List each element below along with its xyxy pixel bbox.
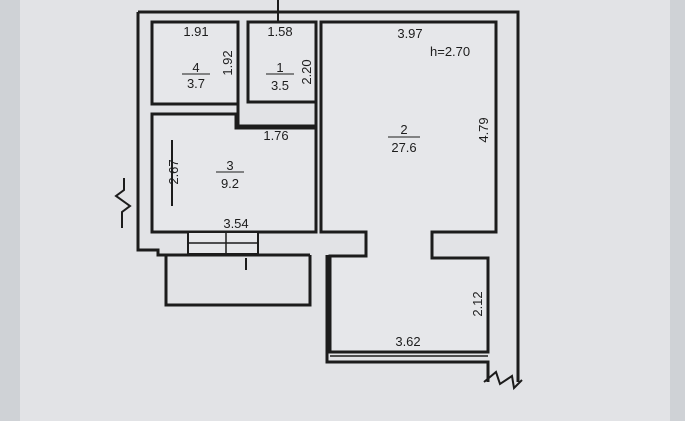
- room-1-height: 2.20: [299, 59, 314, 84]
- room-1-area: 3.5: [271, 78, 289, 93]
- room-4-width: 1.91: [183, 24, 208, 39]
- break-marks: [114, 178, 523, 391]
- room-2-number: 2: [400, 122, 407, 137]
- room-2-height: 4.79: [476, 117, 491, 142]
- room-2-lower-height: 2.12: [470, 291, 485, 316]
- room-3-bottom-width: 3.54: [223, 216, 248, 231]
- room-1-lower-wall: [236, 102, 318, 128]
- outer-wall-top-right: [138, 10, 520, 382]
- ceiling-height: h=2.70: [430, 44, 470, 59]
- room-1-bottom-width: 1.76: [263, 128, 288, 143]
- room-2-area: 27.6: [391, 140, 416, 155]
- bottom-break-mark: [483, 370, 523, 391]
- room-3-number: 3: [226, 158, 233, 173]
- balcony-outline: [164, 255, 312, 307]
- room-1-number: 1: [276, 60, 283, 75]
- room-3-height: 2.67: [166, 159, 181, 184]
- left-break-mark: [114, 178, 132, 228]
- room-2-top-width: 3.97: [397, 26, 422, 41]
- room-2: [319, 20, 498, 354]
- room-4-number: 4: [192, 60, 199, 75]
- room-2-bottom-width: 3.62: [395, 334, 420, 349]
- room-4-height: 1.92: [220, 50, 235, 75]
- room-1: [246, 20, 318, 104]
- room-1-width: 1.58: [267, 24, 292, 39]
- room-3: [150, 112, 318, 234]
- room-4: [150, 20, 240, 106]
- room-3-area: 9.2: [221, 176, 239, 191]
- room-4-area: 3.7: [187, 76, 205, 91]
- outer-wall-bottom: [325, 255, 490, 382]
